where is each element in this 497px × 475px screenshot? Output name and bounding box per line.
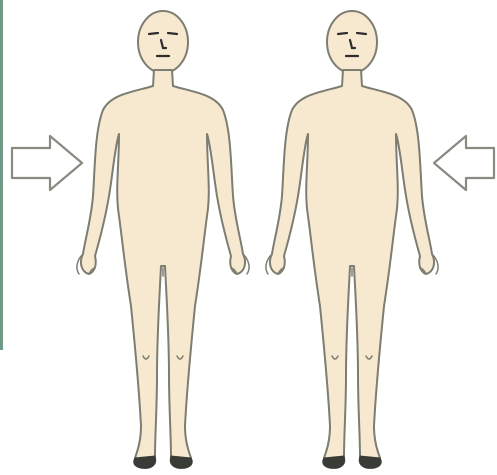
human-body-outline-icon-right xyxy=(266,11,438,468)
arrow-left-outline-icon xyxy=(434,136,494,190)
human-body-outline-icon-left xyxy=(77,11,249,468)
left-border-rule xyxy=(0,0,3,350)
arrow-right-outline-icon xyxy=(12,136,82,190)
